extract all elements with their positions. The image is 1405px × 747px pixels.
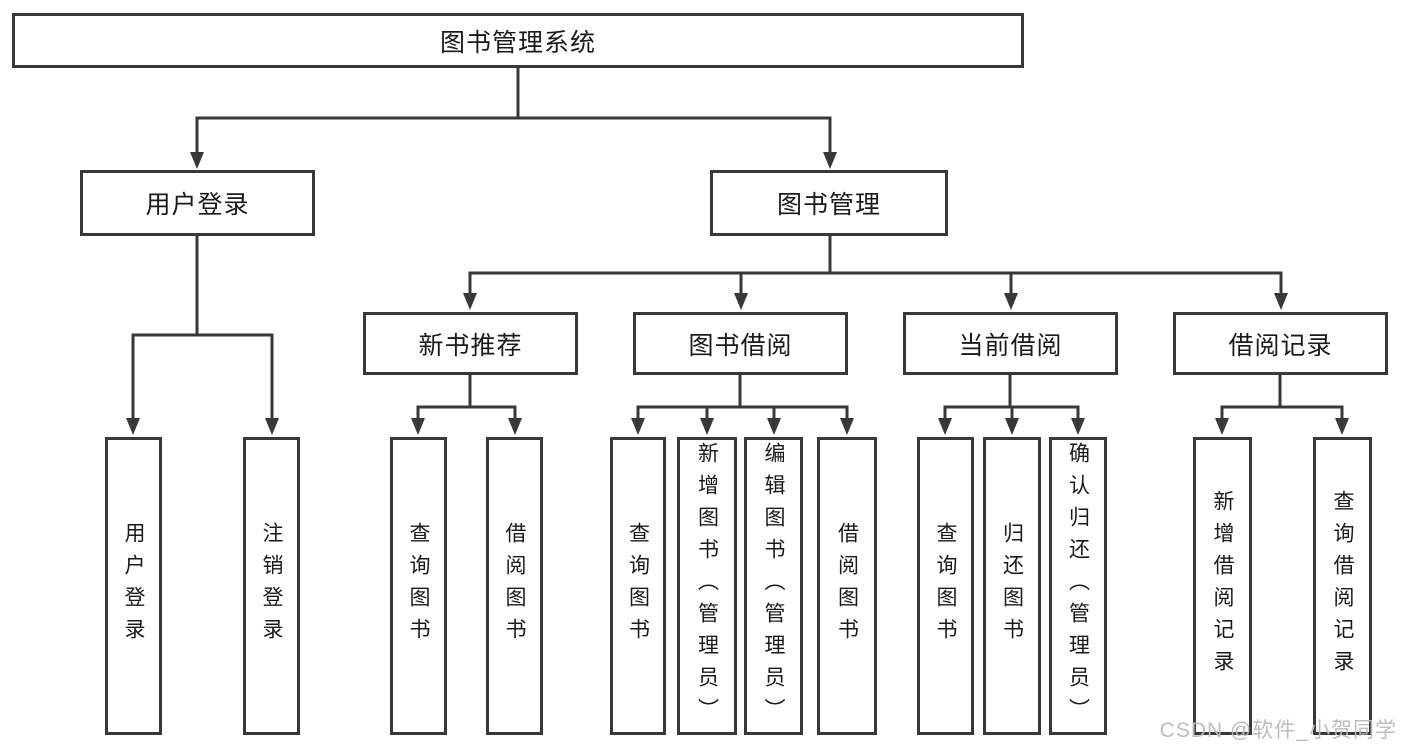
connector-borrow-records-to-leaves <box>1215 373 1349 435</box>
arrow-down-icon <box>840 418 854 435</box>
leaf-label: 借阅图书 <box>835 522 859 650</box>
node-leaf-add-borrow-record: 新增借阅记录 <box>1193 437 1252 735</box>
arrow-down-icon <box>463 293 477 310</box>
arrow-down-icon <box>265 418 279 435</box>
connector-new-book-recommend-to-leaves <box>411 373 522 435</box>
leaf-label: 新增图书（管理员） <box>695 442 719 730</box>
arrow-down-icon <box>1215 418 1229 435</box>
arrow-down-icon <box>1005 418 1019 435</box>
connector-book-management-to-level3 <box>463 234 1288 310</box>
leaf-label: 借阅图书 <box>503 522 526 650</box>
arrow-down-icon <box>631 418 645 435</box>
arrow-down-icon <box>126 418 140 435</box>
node-leaf-recommend-borrow-books: 借阅图书 <box>486 437 543 735</box>
csdn-watermark: CSDN @软件_小贺同学 <box>1159 719 1397 742</box>
node-leaf-query-borrow-record: 查询借阅记录 <box>1313 437 1372 735</box>
connector-book-borrowing-to-leaves <box>631 373 854 435</box>
node-user-login-group: 用户登录 <box>80 170 315 236</box>
arrow-down-icon <box>1071 418 1085 435</box>
leaf-label: 查询图书 <box>626 522 650 650</box>
node-leaf-current-query-books: 查询图书 <box>917 437 974 735</box>
leaf-label: 查询图书 <box>407 522 430 650</box>
leaf-label: 确认归还（管理员） <box>1066 442 1090 730</box>
connector-root-to-level2 <box>190 66 837 169</box>
node-leaf-logout: 注销登录 <box>243 437 300 735</box>
arrow-down-icon <box>734 293 748 310</box>
leaf-label: 查询借阅记录 <box>1331 490 1354 682</box>
node-current-borrowing: 当前借阅 <box>903 312 1118 375</box>
node-leaf-edit-books-admin: 编辑图书（管理员） <box>744 437 803 735</box>
arrow-down-icon <box>1004 293 1018 310</box>
node-leaf-borrowing-query-books: 查询图书 <box>610 437 666 735</box>
node-leaf-recommend-query-books: 查询图书 <box>390 437 447 735</box>
arrow-down-icon <box>1335 418 1349 435</box>
arrow-down-icon <box>190 152 204 169</box>
node-borrow-records: 借阅记录 <box>1173 312 1388 375</box>
node-leaf-return-books: 归还图书 <box>983 437 1041 735</box>
node-leaf-user-login: 用户登录 <box>105 437 162 735</box>
connector-user-login-to-leaves <box>126 234 279 435</box>
leaf-label: 新增借阅记录 <box>1211 490 1234 682</box>
leaf-label: 注销登录 <box>260 522 283 650</box>
leaf-label: 归还图书 <box>1000 522 1024 650</box>
arrow-down-icon <box>767 418 781 435</box>
arrow-down-icon <box>823 152 837 169</box>
arrow-down-icon <box>411 418 425 435</box>
leaf-label: 用户登录 <box>122 522 145 650</box>
arrow-down-icon <box>508 418 522 435</box>
leaf-label: 查询图书 <box>934 522 957 650</box>
connector-current-borrowing-to-leaves <box>938 373 1085 435</box>
node-root-system-title: 图书管理系统 <box>12 13 1024 68</box>
node-leaf-borrowing-borrow-books: 借阅图书 <box>817 437 877 735</box>
node-leaf-confirm-return-admin: 确认归还（管理员） <box>1049 437 1107 735</box>
node-new-book-recommend: 新书推荐 <box>363 312 578 375</box>
node-book-management-group: 图书管理 <box>710 170 948 236</box>
leaf-label: 编辑图书（管理员） <box>762 442 785 730</box>
node-book-borrowing: 图书借阅 <box>633 312 848 375</box>
arrow-down-icon <box>700 418 714 435</box>
arrow-down-icon <box>1274 293 1288 310</box>
arrow-down-icon <box>938 418 952 435</box>
node-leaf-add-books-admin: 新增图书（管理员） <box>677 437 737 735</box>
